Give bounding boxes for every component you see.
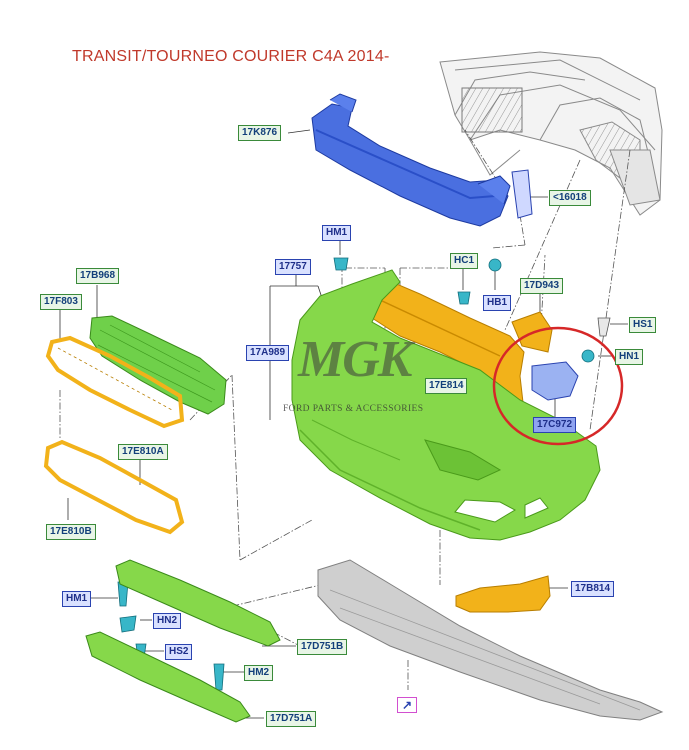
label-HM1-bottom[interactable]: HM1 [62, 591, 92, 607]
bumper-cover [291, 269, 601, 541]
label-17D751A[interactable]: 17D751A [266, 711, 317, 727]
label-17C972[interactable]: 17C972 [533, 417, 577, 433]
trim-17F803 [45, 335, 185, 429]
watermark-subtitle: FORD PARTS & ACCESSORIES [283, 404, 424, 414]
label-17B814[interactable]: 17B814 [571, 581, 615, 597]
label-17E810B[interactable]: 17E810B [46, 524, 96, 540]
label-HC1[interactable]: HC1 [450, 253, 479, 269]
label-HN2[interactable]: HN2 [153, 613, 182, 629]
label-17D943[interactable]: 17D943 [520, 278, 564, 294]
label-HN1[interactable]: HN1 [615, 349, 644, 365]
label-HB1[interactable]: HB1 [483, 295, 512, 311]
grille-texture [97, 324, 216, 403]
label-17A989[interactable]: 17A989 [246, 345, 290, 361]
label-17K876[interactable]: 17K876 [238, 125, 282, 141]
bracket-17C972 [531, 361, 579, 401]
label-HM1-top[interactable]: HM1 [322, 225, 352, 241]
bracket-17B814 [455, 575, 551, 613]
label-HS2[interactable]: HS2 [165, 644, 193, 660]
strip-17D751A [85, 631, 251, 723]
label-HS1[interactable]: HS1 [629, 317, 657, 333]
label-HM2[interactable]: HM2 [244, 665, 274, 681]
label-16018[interactable]: <16018 [549, 190, 591, 206]
strip-17D751B [115, 559, 281, 647]
under-shield [317, 559, 664, 721]
trim-17E810 [43, 439, 185, 535]
reference-arrow-icon[interactable]: ↗ [397, 697, 417, 713]
diagram-title: TRANSIT/TOURNEO COURIER C4A 2014- [72, 48, 390, 65]
highlight-circle [492, 326, 624, 446]
label-17F803[interactable]: 17F803 [40, 294, 82, 310]
reinforcement-beam [311, 93, 511, 227]
label-17D751B[interactable]: 17D751B [297, 639, 348, 655]
label-17B968[interactable]: 17B968 [76, 268, 120, 284]
clips [117, 257, 611, 691]
trim-17F803-inner [57, 347, 173, 411]
bracket-16018 [511, 169, 533, 219]
label-17E814[interactable]: 17E814 [425, 378, 468, 394]
vehicle-front-outline [439, 51, 663, 216]
watermark-logo: MGK [298, 331, 412, 388]
label-17757[interactable]: 17757 [275, 259, 311, 275]
label-17E810A[interactable]: 17E810A [118, 444, 168, 460]
